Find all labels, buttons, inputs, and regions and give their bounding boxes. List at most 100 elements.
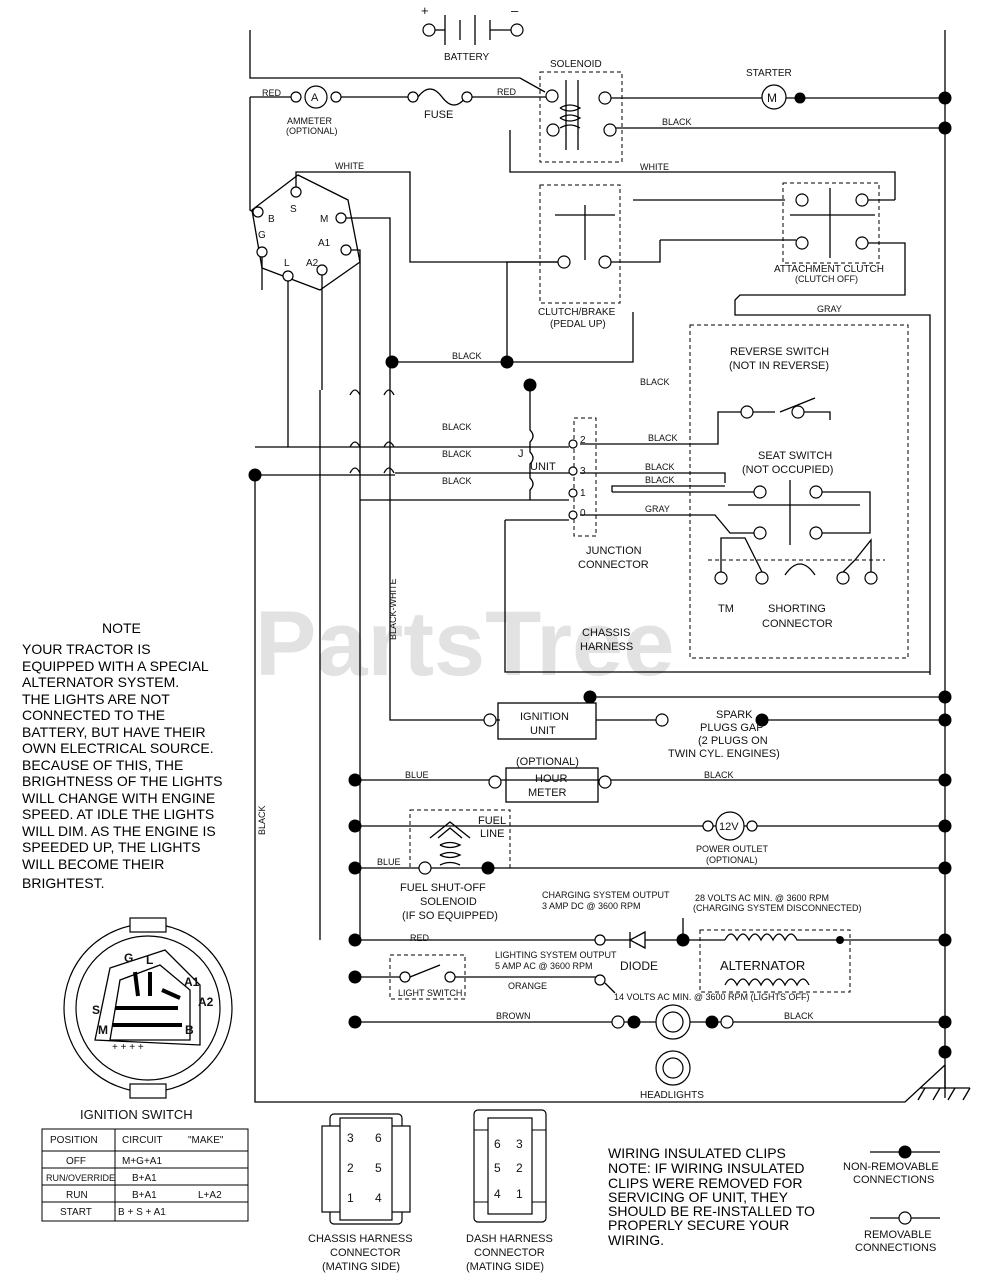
dash-harness-connector: 6 3 5 2 4 1 DASH HARNESS CONNECTOR (MATI… <box>466 1109 553 1273</box>
note-line: WILL CHANGE WITH ENGINE <box>22 790 215 806</box>
wire-black-j1: BLACK <box>442 422 472 432</box>
seat-switch: SEAT SWITCH (NOT OCCUPIED) BLACK BLACK G… <box>580 450 871 545</box>
note-line: EQUIPPED WITH A SPECIAL <box>22 658 209 674</box>
wire-gray-1: GRAY <box>817 304 842 314</box>
diode-label: DIODE <box>620 959 658 973</box>
attachment-clutch-label: ATTACHMENT CLUTCH <box>774 264 884 275</box>
table-row: B+A1 <box>132 1190 157 1201</box>
note-line: ALTERNATOR SYSTEM. <box>22 674 179 690</box>
hour-meter-label-2: METER <box>528 787 567 799</box>
note-line: OWN ELECTRICAL SOURCE. <box>22 740 214 756</box>
table-header-make: "MAKE" <box>188 1135 224 1146</box>
ign-face-plus: + + + + <box>112 1042 144 1053</box>
watermark-tm: TM <box>718 603 734 615</box>
ign-face-s: S <box>92 1003 100 1017</box>
shorting-label-2: CONNECTOR <box>762 618 833 630</box>
junction-label-2: CONNECTOR <box>578 559 649 571</box>
ignition-switch-schematic: B S M A1 A2 L G <box>251 174 361 291</box>
clutch-brake-switch: CLUTCH/BRAKE (PEDAL UP) <box>506 184 785 363</box>
lighting-output-2: 5 AMP AC @ 3600 RPM <box>495 961 593 971</box>
wire-black-ign: BLACK <box>452 351 482 361</box>
clips-note-line: SHOULD BE RE-INSTALLED TO <box>608 1203 815 1219</box>
junction-connector: 2 3 1 0 JUNCTION CONNECTOR J UNIT BLACK … <box>248 378 930 940</box>
junction-unit-2: UNIT <box>530 461 556 473</box>
wire-black-solenoid: BLACK <box>662 117 692 127</box>
headlights-label: HEADLIGHTS <box>640 1090 704 1101</box>
chassis-harness-connector: 3 6 2 5 1 4 CHASSIS HARNESS CONNECTOR (M… <box>308 1113 413 1273</box>
clips-note-line: SERVICING OF UNIT, THEY <box>608 1189 789 1205</box>
ign-face-a1: A1 <box>184 975 200 989</box>
clips-note-line: CLIPS WERE REMOVED FOR <box>608 1175 802 1191</box>
battery-minus: – <box>511 3 519 18</box>
note-line: BRIGHTNESS OF THE LIGHTS <box>22 773 222 789</box>
clutch-brake-sub: (PEDAL UP) <box>550 319 606 330</box>
wire-black-j3: BLACK <box>442 476 472 486</box>
junction-pin-1: 1 <box>580 488 586 499</box>
note-line: YOUR TRACTOR IS <box>22 641 151 657</box>
wire-red-2: RED <box>497 87 517 97</box>
dash-pin: 2 <box>516 1161 523 1175</box>
legend-removable-2: CONNECTIONS <box>855 1242 936 1254</box>
chassis-pin: 6 <box>375 1131 382 1145</box>
chassis-connector-title-1: CHASSIS HARNESS <box>308 1233 413 1245</box>
legend-non-removable-2: CONNECTIONS <box>853 1174 934 1186</box>
ign-term-a2: A2 <box>306 258 319 269</box>
note-line: THE LIGHTS ARE NOT <box>22 691 170 707</box>
note-line: CONNECTED TO THE <box>22 707 165 723</box>
dash-pin: 4 <box>494 1187 501 1201</box>
starter-symbol: M <box>767 91 777 105</box>
wire-red-3: RED <box>410 933 430 943</box>
solenoid-label: SOLENOID <box>550 59 602 70</box>
wire-blue-1: BLUE <box>405 770 429 780</box>
lighting-output-1: LIGHTING SYSTEM OUTPUT <box>495 950 617 960</box>
seat-switch-label: SEAT SWITCH <box>758 450 832 462</box>
chassis-connector-title-2: CONNECTOR <box>330 1247 401 1259</box>
power-outlet-symbol: 12V <box>719 821 739 833</box>
spark-label-4: TWIN CYL. ENGINES) <box>668 748 780 760</box>
connection-legend: NON-REMOVABLE CONNECTIONS REMOVABLE CONN… <box>843 1145 940 1254</box>
battery: + – BATTERY <box>421 3 524 63</box>
table-header-circuit: CIRCUIT <box>122 1135 163 1146</box>
ign-face-m: M <box>98 1023 108 1037</box>
ign-face-b: B <box>185 1023 194 1037</box>
fuel-line-label-1: FUEL <box>478 815 506 827</box>
dash-connector-title-3: (MATING SIDE) <box>466 1261 544 1273</box>
ignition-wires: WHITE BLACK BLACK-WHITE <box>261 161 570 721</box>
fuel-shutoff-label-1: FUEL SHUT-OFF <box>400 882 486 894</box>
ignition-switch-face: G L A1 A2 B M S + + + + <box>63 917 233 1099</box>
ground-icon <box>917 1065 971 1101</box>
chassis-pin: 4 <box>375 1191 382 1205</box>
spark-label-3: (2 PLUGS ON <box>698 735 768 747</box>
wire-white-ign: WHITE <box>335 161 364 171</box>
shorting-connector: SHORTING CONNECTOR <box>708 537 885 630</box>
ign-face-a2: A2 <box>198 995 214 1009</box>
hour-meter: (OPTIONAL) HOUR METER BLUE BLACK <box>348 756 952 803</box>
alternator-note: NOTE YOUR TRACTOR IS EQUIPPED WITH A SPE… <box>22 620 222 891</box>
note-heading: NOTE <box>102 620 141 636</box>
note-line: SPEED. AT IDLE THE LIGHTS <box>22 806 214 822</box>
fuel-line-label-2: LINE <box>480 828 504 840</box>
battery-label: BATTERY <box>444 52 490 63</box>
wire-brown: BROWN <box>496 1011 531 1021</box>
note-line: BATTERY, BUT HAVE THEIR <box>22 724 206 740</box>
table-row: B+A1 <box>132 1173 157 1184</box>
alternator-section: CHARGING SYSTEM OUTPUT 3 AMP DC @ 3600 R… <box>348 890 952 993</box>
wire-black-frame: BLACK <box>257 805 267 835</box>
note-line: WILL BECOME THEIR <box>22 856 164 872</box>
wire-black-hour: BLACK <box>704 770 734 780</box>
ignition-unit: IGNITION UNIT SPARK PLUGS GAP (2 PLUGS O… <box>483 690 952 760</box>
note-line: WILL DIM. AS THE ENGINE IS <box>22 823 216 839</box>
wire-black-head: BLACK <box>784 1011 814 1021</box>
wire-black-rev-left: BLACK <box>640 377 670 387</box>
shorting-label-1: SHORTING <box>768 603 826 615</box>
ammeter-label: AMMETER <box>287 116 333 126</box>
chassis-connector-title-3: (MATING SIDE) <box>322 1261 400 1273</box>
ign-term-s: S <box>290 204 297 215</box>
clips-note-line: PROPERLY SECURE YOUR <box>608 1217 789 1233</box>
starter-label: STARTER <box>746 68 792 79</box>
ignition-switch-table: IGNITION SWITCH POSITION CIRCUIT "MAKE" … <box>41 1107 249 1222</box>
wire-white-trigger: WHITE <box>640 162 669 172</box>
table-row: L+A2 <box>198 1190 222 1201</box>
dash-connector-title-1: DASH HARNESS <box>466 1233 553 1245</box>
lighting-circuit: LIGHTING SYSTEM OUTPUT 5 AMP AC @ 3600 R… <box>348 950 810 1002</box>
